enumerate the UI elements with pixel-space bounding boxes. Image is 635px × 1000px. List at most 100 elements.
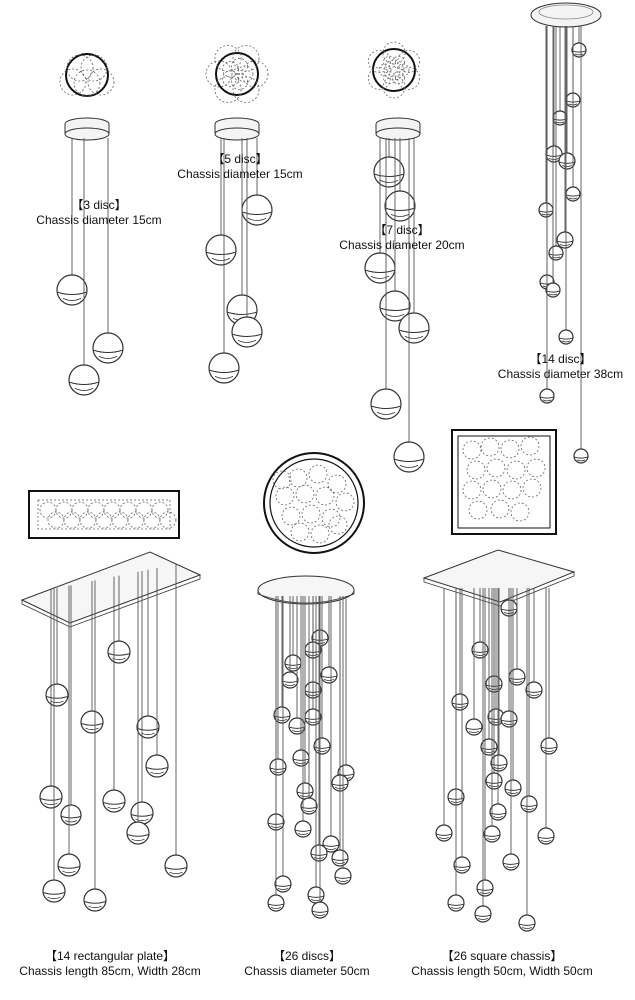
ball-rim [214,375,234,379]
disc-outline [328,515,348,535]
disc-outline [231,73,248,91]
glass-ball [60,804,82,826]
ball-rim [399,329,429,333]
ball-rim [273,771,283,773]
glass-ball [520,795,538,813]
ball-rim [61,816,81,819]
ball-rim [503,862,519,865]
ball-rim [62,870,76,874]
ball-rim [379,179,399,183]
ball-rim [574,456,588,459]
glass-ball [453,856,471,874]
ball-rim [311,853,327,856]
ball-rim [540,396,554,399]
ball-rim [332,858,348,861]
ball-rim [385,207,415,211]
ball-rim [370,275,390,279]
ball-rim [526,690,542,693]
disc-outline [466,460,486,480]
ball-rim [506,866,516,868]
disc-outline [87,68,115,96]
glass-ball [556,231,574,249]
ball-rim [548,293,558,296]
ball-rim [538,836,554,839]
ball-rim [50,700,64,704]
ball-rim [209,369,239,373]
ball-rim [304,810,314,812]
ball-rim [335,876,351,879]
ball-rim [494,767,504,769]
ball-rim [298,833,308,835]
glass-ball [518,914,536,932]
caption-detail: Chassis diameter 15cm [177,167,303,181]
disc-outline [468,500,488,520]
ball-rim [522,927,532,929]
top-view-inner [457,435,551,529]
ball-rim [439,837,449,839]
disc-outline [502,480,522,500]
disc-outline [214,76,242,103]
ball-rim [268,903,284,906]
canopy-edge [257,590,355,604]
disc-outline [151,501,169,519]
disc-outline [490,499,510,519]
disc-outline [135,501,153,519]
model-disc-26 [257,575,355,919]
ball-rim [40,798,62,801]
glass-ball [208,352,240,384]
glass-ball [107,640,131,664]
ball-rim [141,732,155,736]
ball-rim [107,806,121,810]
glass-ball [571,42,587,58]
disc-outline [232,76,260,103]
ball-rim [326,848,336,850]
glass-ball [483,825,501,843]
glass-ball [502,853,520,871]
disc-outline [482,479,502,499]
ball-rim [576,459,586,462]
ball-rim [484,834,500,837]
ball-rim [466,727,482,730]
glass-ball [136,715,160,739]
ball-rim [374,173,404,177]
caption-disc-26: 【26 discs】 Chassis diameter 50cm [232,949,382,979]
ball-rim [559,337,573,340]
caption-detail: Chassis length 85cm, Width 28cm [19,964,201,978]
disc-outline [315,486,335,506]
disc-outline [382,41,406,65]
glass-ball [274,875,292,893]
model-disc-5 [205,117,273,384]
top-view-inner [37,499,171,530]
ball-rim [81,723,103,726]
glass-ball [310,844,328,862]
caption-detail: Chassis diameter 38cm [497,367,624,381]
ball-rim [69,381,99,385]
model-disc-14 [530,2,602,464]
glass-ball [489,803,507,821]
top-view-plate [263,452,365,554]
disc-outline [383,55,396,69]
ball-rim [508,792,518,794]
ball-rim [275,884,291,887]
ball-rim [551,256,561,259]
ball-rim [371,405,401,409]
ball-rim [557,240,573,243]
glass-ball [540,737,558,755]
ball-rim [475,914,491,917]
ball-rim [519,923,535,926]
ball-rim [541,213,551,216]
ball-rim [475,654,485,656]
ball-rim [546,290,560,293]
disc-outline [378,63,392,77]
top-view-plate [372,48,416,92]
ball-rim [566,194,580,197]
canopy-edge [423,572,575,607]
model-square-26 [422,549,576,932]
disc-outline [275,486,295,506]
disc-outline [66,54,94,82]
glass-ball [126,821,150,845]
disc-outline [55,501,73,519]
glass-ball [545,282,561,298]
disc-outline [510,502,530,522]
